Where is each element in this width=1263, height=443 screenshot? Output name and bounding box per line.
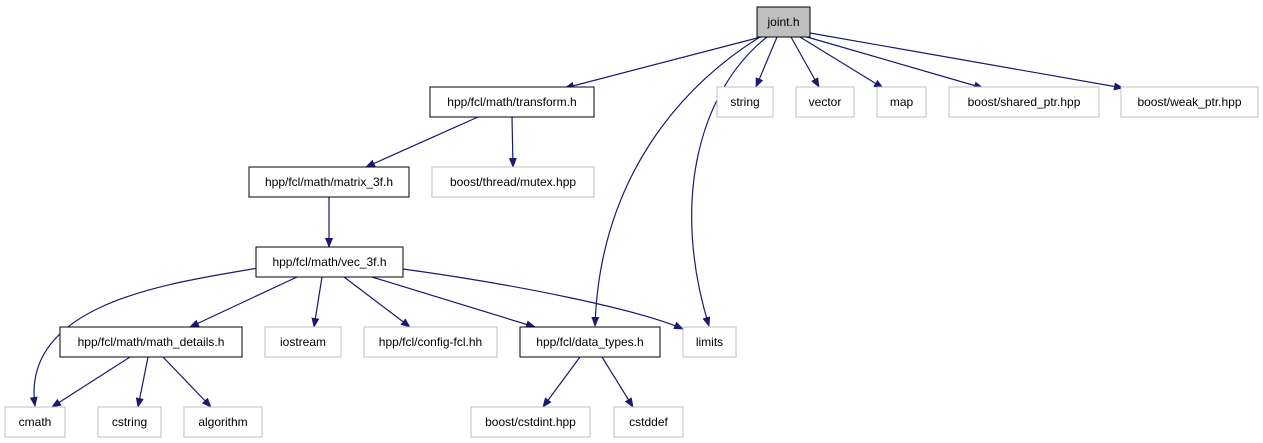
node-string: string (716, 86, 774, 118)
node-joint[interactable]: joint.h (756, 6, 811, 38)
edge-joint-to-map (799, 36, 884, 89)
node-iostream: iostream (264, 326, 342, 358)
node-box (613, 406, 684, 438)
edge-math_details-to-cstring (135, 356, 149, 408)
edges-layer (29, 32, 1124, 408)
edge-joint-to-weak_ptr (809, 32, 1124, 91)
edge-vec3f-to-limits (402, 268, 684, 330)
node-mutex: boost/thread/mutex.hpp (431, 166, 595, 198)
node-label: vector (809, 95, 842, 109)
node-label: hpp/fcl/math/vec_3f.h (272, 255, 386, 269)
node-label: joint.h (766, 15, 799, 29)
node-transform[interactable]: hpp/fcl/math/transform.h (429, 86, 595, 118)
node-label: hpp/fcl/config-fcl.hh (379, 335, 482, 349)
edge-joint-to-limits (691, 36, 768, 327)
node-box (716, 86, 774, 118)
node-box (948, 86, 1100, 118)
node-box (264, 326, 342, 358)
node-config: hpp/fcl/config-fcl.hh (363, 326, 498, 358)
edge-vec3f-to-cmath (29, 267, 259, 407)
node-box (429, 86, 595, 118)
node-label: string (730, 95, 759, 109)
node-vec3f[interactable]: hpp/fcl/math/vec_3f.h (255, 246, 404, 278)
edge-joint-to-data_types (591, 36, 761, 327)
edge-math_details-to-algorithm (162, 356, 212, 408)
node-map: map (876, 86, 927, 118)
node-cstdint: boost/cstdint.hpp (470, 406, 591, 438)
edge-vec3f-to-iostream (311, 276, 323, 328)
node-cmath: cmath (4, 406, 66, 438)
node-box (756, 6, 811, 38)
node-limits: limits (682, 326, 737, 358)
node-box (795, 86, 855, 118)
node-vector: vector (795, 86, 855, 118)
node-cstddef: cstddef (613, 406, 684, 438)
node-box (363, 326, 498, 358)
node-box (431, 166, 595, 198)
node-label: boost/thread/mutex.hpp (450, 175, 576, 189)
node-label: boost/cstdint.hpp (485, 415, 576, 429)
node-data_types[interactable]: hpp/fcl/data_types.h (519, 326, 661, 358)
node-label: hpp/fcl/math/transform.h (447, 95, 576, 109)
edge-data_types-to-cstdint (542, 356, 581, 408)
node-box (876, 86, 927, 118)
node-label: hpp/fcl/math/math_details.h (78, 335, 225, 349)
node-box (97, 406, 162, 438)
node-shared_ptr: boost/shared_ptr.hpp (948, 86, 1100, 118)
node-box (248, 166, 410, 198)
node-label: map (890, 95, 914, 109)
node-box (59, 326, 243, 358)
nodes-layer: joint.h hpp/fcl/math/transform.h string vec… (4, 6, 1259, 438)
node-box (183, 406, 263, 438)
node-label: boost/weak_ptr.hpp (1137, 95, 1241, 109)
node-box (255, 246, 404, 278)
edge-vec3f-to-math_details (189, 276, 298, 328)
edge-transform-to-mutex (508, 116, 517, 168)
node-box (4, 406, 66, 438)
node-label: boost/shared_ptr.hpp (968, 95, 1081, 109)
edge-math_details-to-cmath (51, 356, 131, 408)
node-label: hpp/fcl/math/matrix_3f.h (265, 175, 393, 189)
node-matrix3f[interactable]: hpp/fcl/math/matrix_3f.h (248, 166, 410, 198)
node-weak_ptr: boost/weak_ptr.hpp (1120, 86, 1259, 118)
node-box (519, 326, 661, 358)
edge-joint-to-shared_ptr (806, 36, 984, 90)
edge-data_types-to-cstddef (601, 356, 634, 408)
node-label: cstddef (629, 415, 668, 429)
node-box (1120, 86, 1259, 118)
node-label: iostream (280, 335, 326, 349)
edge-joint-to-string (755, 36, 778, 88)
edge-transform-to-matrix3f (365, 116, 479, 168)
node-label: algorithm (198, 415, 247, 429)
node-cstring: cstring (97, 406, 162, 438)
node-label: cmath (19, 415, 52, 429)
node-label: hpp/fcl/data_types.h (536, 335, 643, 349)
edge-joint-to-vector (790, 36, 820, 88)
node-math_details[interactable]: hpp/fcl/math/math_details.h (59, 326, 243, 358)
edge-vec3f-to-config (343, 276, 411, 328)
edge-vec3f-to-data_types (371, 276, 536, 329)
node-label: limits (696, 335, 723, 349)
node-box (682, 326, 737, 358)
edge-joint-to-transform (564, 36, 762, 90)
node-algorithm: algorithm (183, 406, 263, 438)
node-box (470, 406, 591, 438)
node-label: cstring (112, 415, 147, 429)
